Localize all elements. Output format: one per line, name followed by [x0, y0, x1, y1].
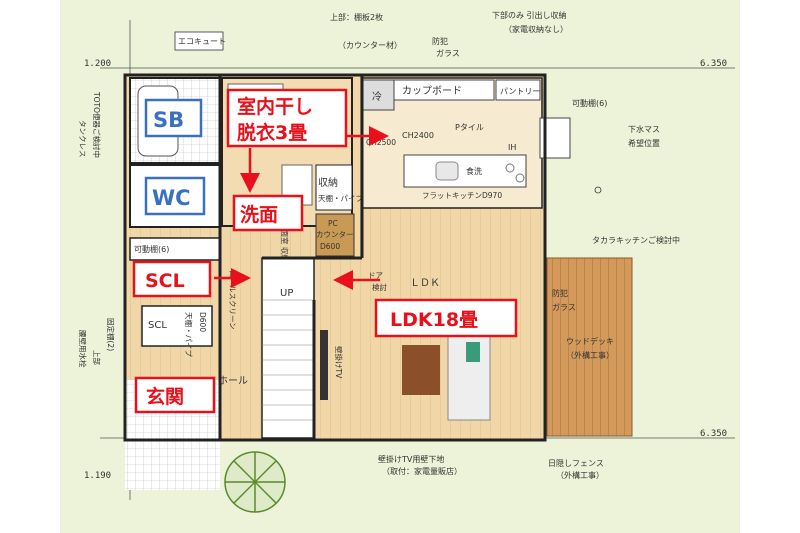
door-note: ドア: [368, 271, 383, 280]
svg-text:室内干し: 室内干し: [237, 95, 313, 118]
kabusho-left-label: 可動棚(6): [134, 244, 169, 254]
dining-table: [402, 345, 440, 395]
pantry: [495, 79, 541, 101]
pc-label-3: D600: [320, 242, 340, 251]
ch2400-label: CH2400: [402, 131, 434, 140]
storage-label: 収納: [318, 176, 338, 189]
ch2500-label: CH2500: [366, 138, 396, 147]
exterior-walls: [123, 73, 547, 442]
lower-fixed-note: 腰壁用水栓: [78, 330, 88, 368]
dim-bottom-right: 6.350: [700, 429, 727, 439]
no-appliance-note: （家電収納なし）: [504, 24, 568, 34]
wood-deck-label-2: （外構工事）: [566, 350, 614, 360]
wood-deck: [546, 257, 633, 437]
svg-text:玄関: 玄関: [146, 385, 184, 408]
hiyoke-note-2: （外構工事）: [556, 470, 604, 480]
svg-text:SCL: SCL: [145, 270, 185, 292]
ekokyuto-unit: [174, 31, 224, 51]
hiyoke-note: 日隠しフェンス: [548, 458, 604, 468]
bouhan-glass-top: 防犯: [432, 36, 448, 46]
stair-steps: [262, 299, 314, 421]
wood-deck-label: ウッドデッキ: [566, 336, 614, 346]
wall-tv-label: 壁掛けTV: [334, 346, 344, 379]
scl-small-room: [141, 305, 213, 347]
label-drying-room: 室内干し 脱衣3畳: [226, 88, 348, 148]
ih-burner-2: [515, 173, 525, 183]
dim-top-right: 6.350: [700, 59, 727, 69]
pc-label-2: カウンター: [316, 230, 354, 239]
upper-fixed-note-2: 固定棚(2): [106, 318, 116, 351]
annotation-arrows: [214, 126, 389, 290]
storage-sub: 天棚・パイプ: [318, 193, 363, 203]
dim-bottom-left: 1.190: [84, 471, 111, 481]
flat-kitchen: [403, 154, 527, 188]
kabusho-right: 可動棚(6): [572, 98, 607, 108]
staircase: [261, 257, 315, 439]
takara-note: タカラキッチンご検討中: [592, 235, 680, 245]
laundry-storage-note: 洗面室 収納: [280, 222, 290, 262]
upper-fixed-note: 上部: [92, 350, 102, 365]
label-entrance: 玄関: [134, 376, 216, 414]
wall-tv: [320, 330, 328, 400]
storage-box: [315, 164, 353, 211]
hall-label: ホール: [218, 375, 248, 387]
pantry-label: パントリー: [500, 87, 540, 96]
tv-base-sub: （取付：家電量販店）: [382, 466, 462, 476]
label-scl: SCL: [132, 260, 212, 298]
cupboard-label: カップボード: [402, 85, 462, 97]
label-wc: WC: [144, 176, 206, 216]
sewer-note-2: 希望位置: [628, 138, 660, 148]
ldk-label: ＬＤＫ: [410, 278, 440, 289]
bouhan-glass-top-2: ガラス: [436, 48, 460, 58]
cushion: [466, 342, 480, 362]
bouhan-right-2: ガラス: [552, 302, 576, 312]
dishwasher-label: 食洗: [466, 166, 482, 176]
fridge-label: 冷: [372, 90, 382, 103]
up-label: UP: [280, 288, 293, 299]
svg-text:洗面: 洗面: [240, 203, 278, 226]
pc-counter: [315, 213, 355, 257]
scl-sub-2: D600: [198, 312, 207, 332]
cupboard: [393, 79, 495, 101]
label-ldk18: LDK18畳: [374, 298, 518, 338]
dim-top-left: 1.200: [84, 59, 111, 69]
tankless-note: タンクレス: [78, 120, 87, 158]
svg-text:脱衣3畳: 脱衣3畳: [237, 121, 307, 144]
svg-text:LDK18畳: LDK18畳: [390, 309, 478, 331]
label-washroom: 洗面: [232, 194, 304, 232]
top-shelf-note: 上部：棚板2枚: [330, 12, 383, 22]
tv-base-note: 壁掛けTV用壁下地: [378, 454, 444, 464]
toto-note: TOTO便器ご検討中: [92, 91, 102, 158]
svg-text:WC: WC: [152, 186, 191, 210]
pc-label: PC: [328, 219, 338, 228]
lower-drawer-note: 下部のみ 引出し収納: [492, 10, 567, 20]
ekokyuto-label: エコキュート: [178, 37, 226, 46]
ih-label: IH: [508, 143, 516, 152]
tree-icon: [224, 451, 286, 513]
scl-sub: 天棚・パイプ: [184, 312, 194, 357]
counter-material-note: （カウンター材）: [338, 40, 402, 50]
ptile-label: Pタイル: [455, 123, 484, 132]
sink: [435, 161, 459, 181]
bouhan-right-1: 防犯: [552, 288, 568, 298]
flat-kitchen-label: フラットキッチンD970: [422, 191, 502, 200]
svg-text:SB: SB: [153, 108, 184, 132]
sewer-marker: [594, 186, 602, 194]
scl-small-label: SCL: [148, 320, 167, 331]
roll-screen-note: ロールスクリーン: [228, 270, 237, 330]
door-note-2: 検討: [372, 282, 387, 292]
label-sb: SB: [144, 98, 203, 138]
sewer-note-1: 下水マス: [628, 124, 660, 134]
ih-burner-1: [505, 163, 515, 173]
